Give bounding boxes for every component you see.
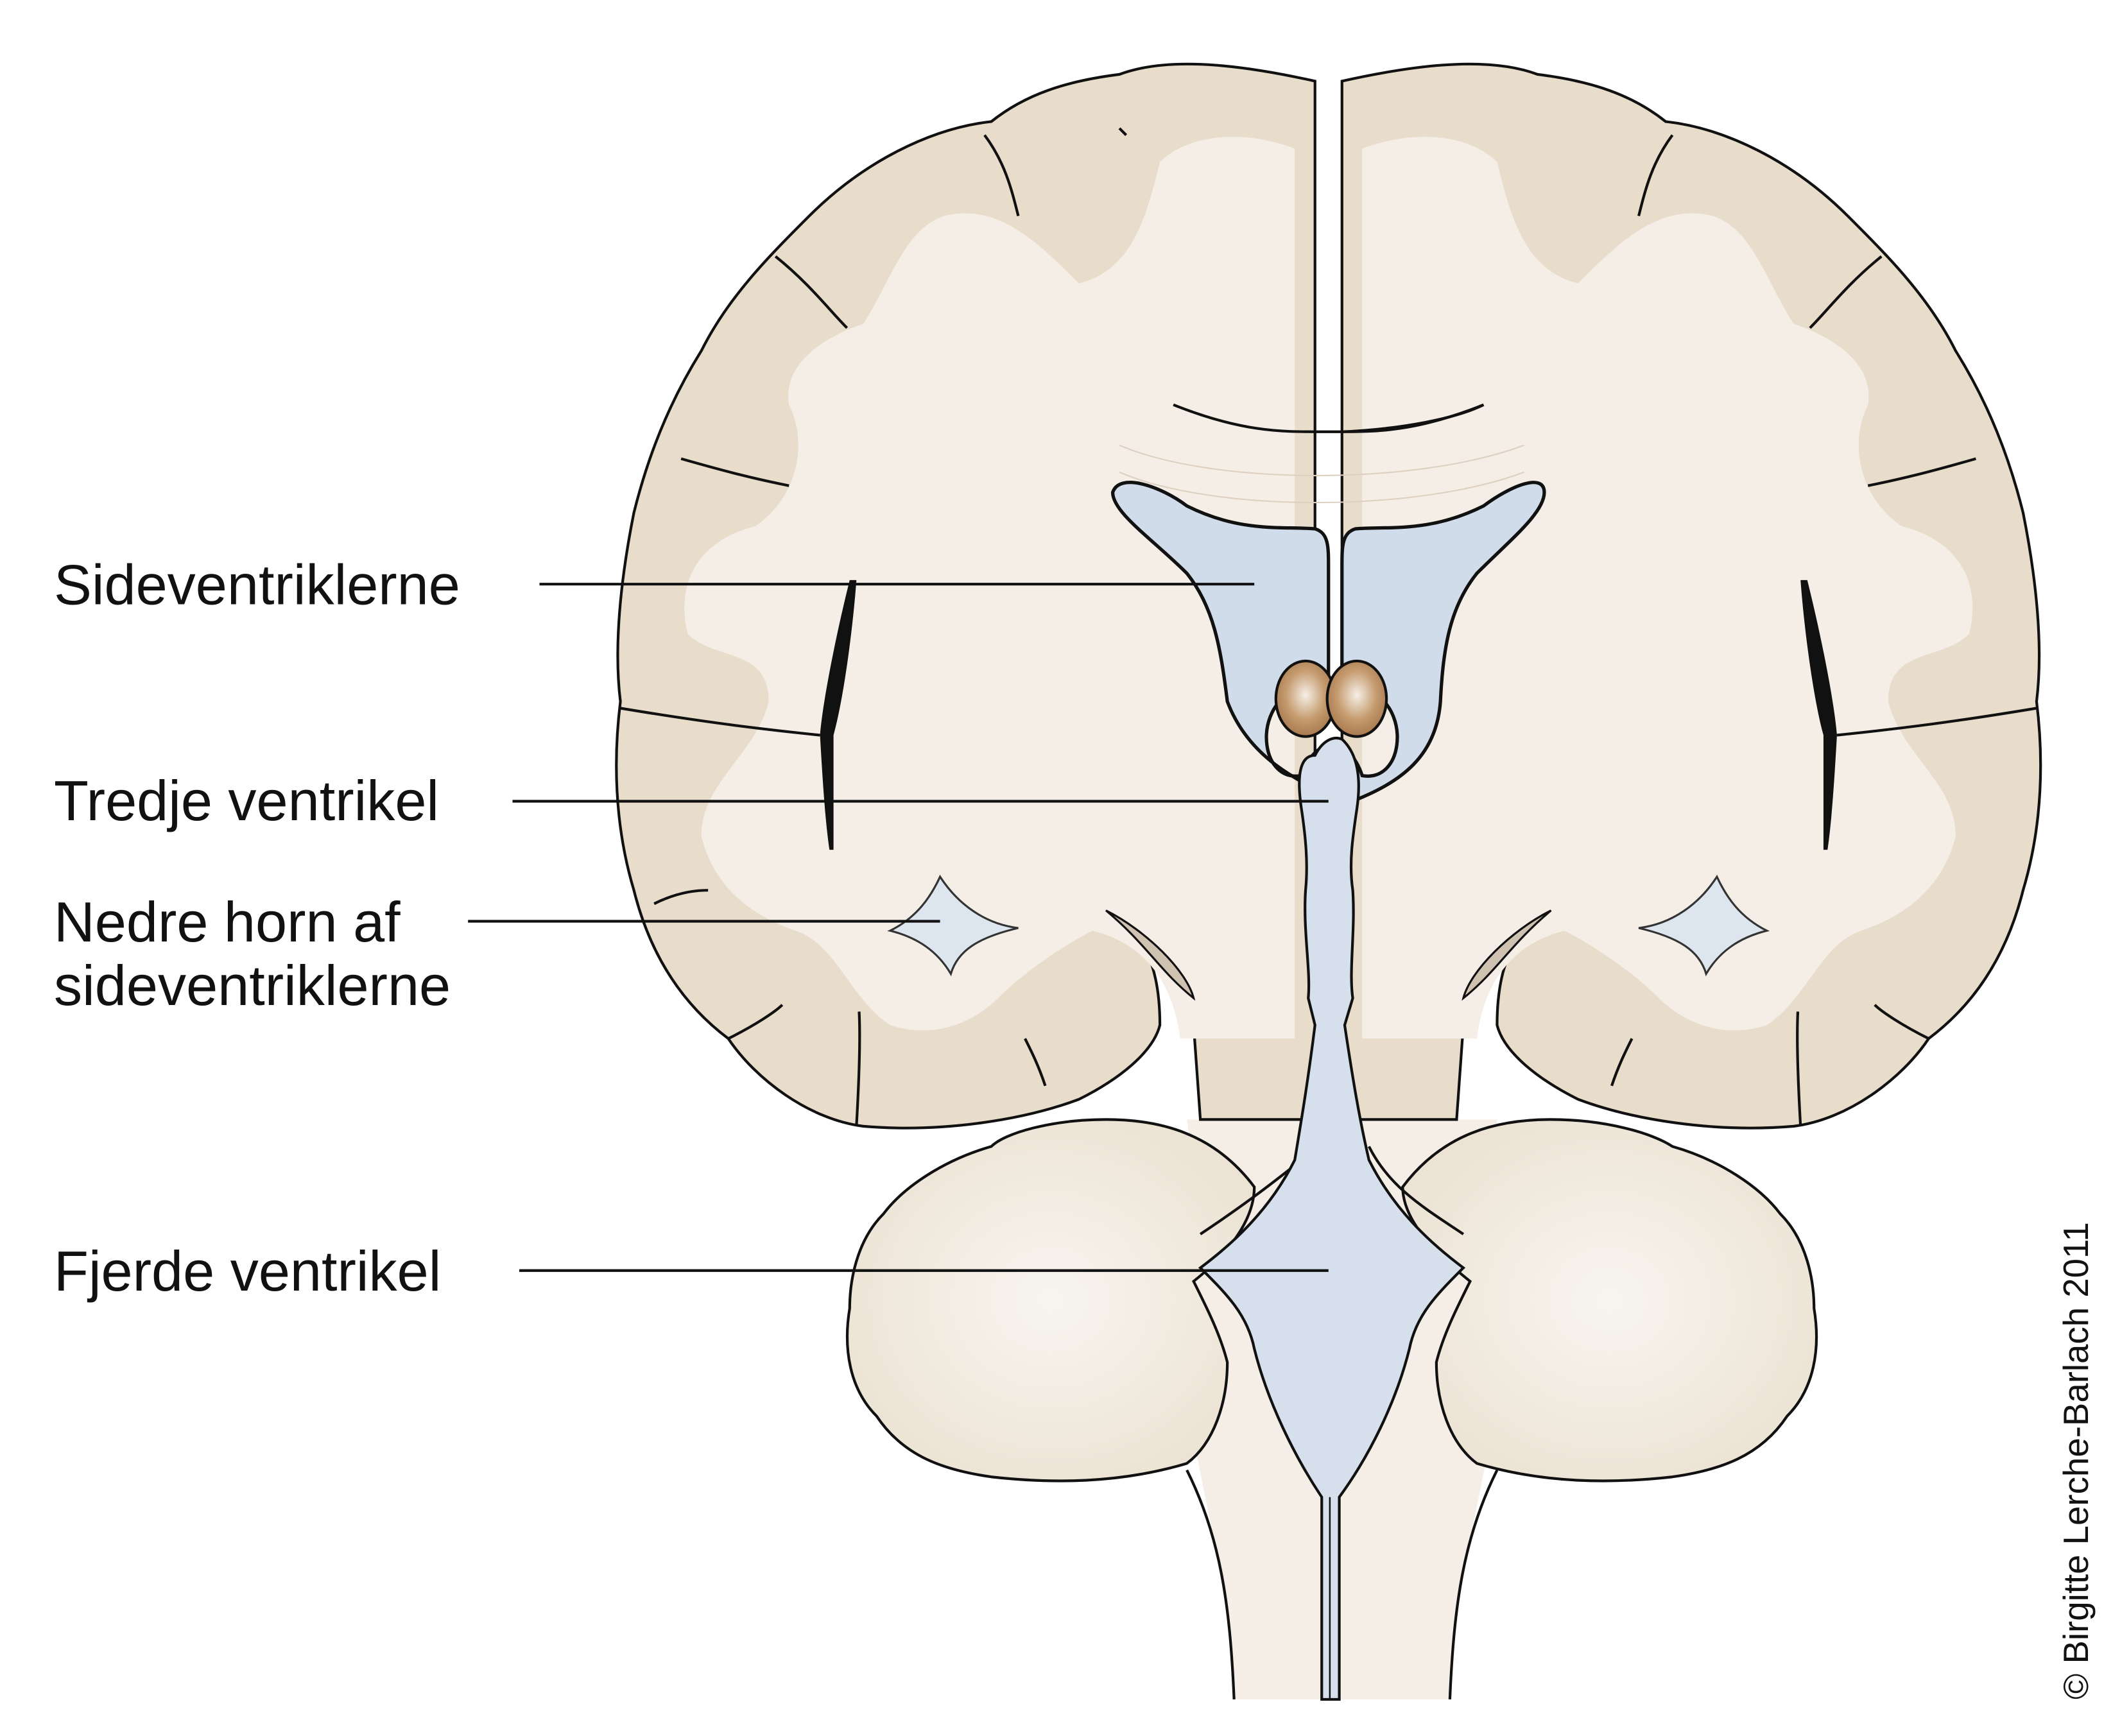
- label-fourth-ventricle: Fjerde ventrikel: [54, 1239, 441, 1303]
- ventricular-system: [1110, 481, 1546, 1701]
- label-lateral-ventricles: Sideventriklerne: [54, 553, 460, 617]
- cerebellum-right: [1401, 1118, 1818, 1482]
- inferior-horn-right: [1638, 874, 1770, 977]
- copyright-text: © Birgitte Lerche-Barlach 2011: [2057, 1222, 2096, 1699]
- inferior-horn-left: [887, 874, 1019, 977]
- label-inferior-horn-line1: Nedre horn af: [54, 890, 401, 954]
- cerebellum-left: [845, 1118, 1256, 1482]
- right-hemisphere: [1340, 62, 2042, 1130]
- third-ventricle-aqueduct: [1198, 737, 1466, 1701]
- thalamus-right: [1325, 659, 1388, 738]
- left-hemisphere: [615, 62, 1316, 1130]
- label-third-ventricle: Tredje ventrikel: [54, 769, 439, 832]
- label-inferior-horn-line2: sideventriklerne: [54, 954, 451, 1017]
